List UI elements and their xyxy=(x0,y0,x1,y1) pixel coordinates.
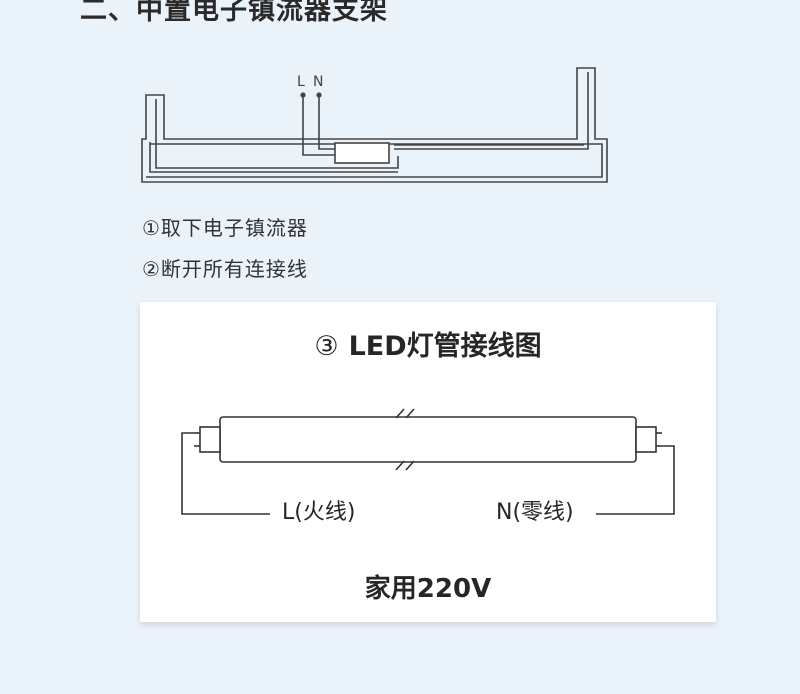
left-end-cap xyxy=(199,426,221,453)
led-tube-diagram xyxy=(181,408,675,515)
section-title: 二、中置电子镇流器支架 xyxy=(80,0,388,26)
wire-n xyxy=(318,95,335,150)
fixture-diagram: L N xyxy=(141,67,608,183)
fixture-wire-right xyxy=(394,72,589,150)
terminal-l-label: L xyxy=(297,74,305,90)
fixture-wire-left xyxy=(155,99,399,169)
fixture-wire-left-2 xyxy=(149,142,398,173)
step-disconnect-wires: ②断开所有连接线 xyxy=(142,257,308,281)
right-end-cap xyxy=(635,426,657,453)
terminal-n-dot xyxy=(316,92,322,98)
neutral-wire xyxy=(596,445,675,515)
terminal-l-dot xyxy=(300,92,306,98)
led-tube-body xyxy=(219,416,637,463)
wiring-card: ③ LED灯管接线图 L(火线) N(零线) 家用220V xyxy=(140,302,716,622)
neutral-wire-label: N(零线) xyxy=(492,494,578,526)
fixture-frame-outer xyxy=(141,67,608,183)
terminal-n-label: N xyxy=(313,74,323,90)
voltage-label: 家用220V xyxy=(364,574,492,604)
wiring-title-text: LED灯管接线图 xyxy=(348,331,542,362)
live-wire xyxy=(181,432,270,515)
wire-l xyxy=(302,95,335,156)
break-mark xyxy=(395,408,405,419)
ballast-box xyxy=(334,142,390,164)
live-wire-label: L(火线) xyxy=(278,494,360,526)
step-number: ③ xyxy=(314,331,339,362)
wiring-card-title: ③ LED灯管接线图 xyxy=(140,324,716,363)
step-remove-ballast: ①取下电子镇流器 xyxy=(142,216,308,240)
